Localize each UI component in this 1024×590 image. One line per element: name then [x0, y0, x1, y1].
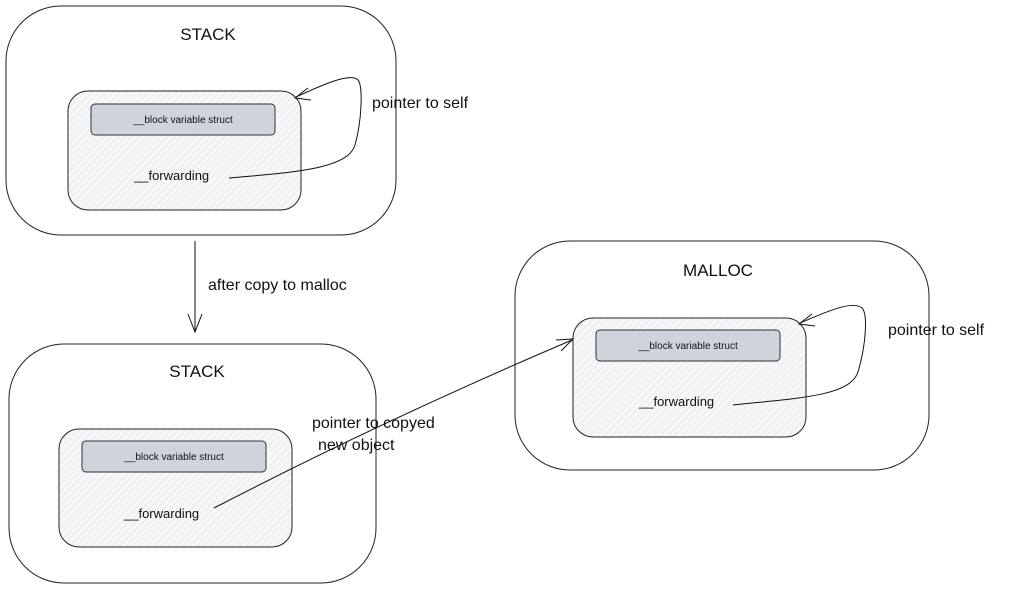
stack-bottom-struct-label: __block variable struct [123, 452, 224, 463]
stack-top-struct-box [90, 103, 276, 136]
malloc-struct-label: __block variable struct [637, 341, 738, 352]
copy-transition-arrowhead [187, 313, 203, 334]
stack-top-self-pointer-arrow [228, 77, 362, 179]
stack-top-pointer-label: pointer to self [372, 95, 469, 112]
stack-bottom-region: STACK __block variable struct __forwardi… [8, 343, 377, 584]
cross-pointer: pointer to copyed new object [213, 338, 575, 509]
stack-top-forwarding-label: __forwarding [133, 168, 209, 183]
stack-bottom-struct-box [81, 440, 267, 473]
stack-top-struct-label: __block variable struct [132, 115, 233, 126]
stack-top-region: STACK __block variable struct __forwardi… [5, 5, 469, 236]
stack-bottom-forwarding-label: __forwarding [123, 506, 199, 521]
stack-top-self-pointer-arrowhead [293, 87, 312, 101]
copied-object-pointer-arrowhead [555, 338, 575, 352]
malloc-struct-box [595, 329, 781, 362]
copy-transition-label: after copy to malloc [208, 277, 347, 294]
malloc-title: MALLOC [683, 261, 753, 280]
malloc-self-pointer-arrow [732, 304, 866, 406]
copied-object-pointer-label-line2: new object [318, 437, 395, 454]
malloc-self-pointer-arrowhead [797, 313, 816, 327]
malloc-forwarding-label: __forwarding [638, 394, 714, 409]
malloc-pointer-label: pointer to self [888, 322, 985, 339]
transition-region: after copy to malloc [187, 241, 347, 334]
copied-object-pointer-arrow [213, 339, 573, 509]
copied-object-pointer-label-line1: pointer to copyed [312, 415, 435, 432]
malloc-region: MALLOC __block variable struct __forward… [514, 240, 985, 471]
stack-bottom-title: STACK [169, 362, 225, 381]
stack-top-title: STACK [180, 25, 236, 44]
